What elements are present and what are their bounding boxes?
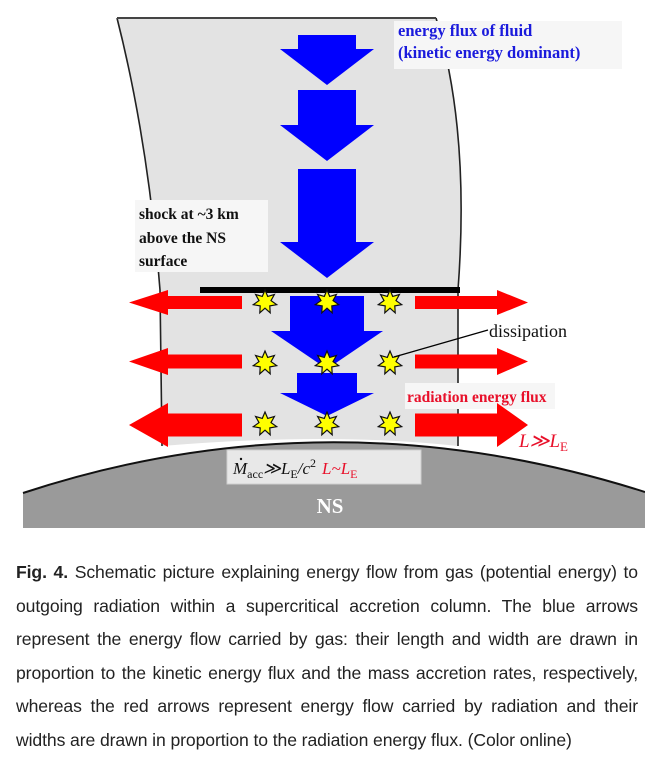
luminosity-inside-sub: E [350,467,357,481]
figure-caption: Fig. 4. Schematic picture explaining ene… [16,556,638,758]
neutron-star-surface-line [22,441,645,494]
dissipation-star-icon [376,410,404,437]
accretion-column [117,18,462,446]
shock-label-bg [135,200,268,272]
radiation-arrow-left-2 [129,348,242,375]
luminosity-outside-main: L≫L [518,431,560,452]
dissipation-label: dissipation [489,321,567,341]
dissipation-star-icon [313,349,341,376]
mdot-symbol: M [232,459,248,478]
radiation-arrow-left-3 [129,403,242,447]
dissipation-star-icon [251,410,279,437]
shock-label-line3: surface [139,253,187,270]
caption-figure-number: Fig. 4. [16,562,69,582]
dissipation-star-icon [313,288,341,315]
energy-flux-label-bg [394,21,622,69]
radiation-arrow-right-2 [415,348,528,375]
luminosity-outside-label: L≫LE [518,431,568,454]
shock-label-line2: above the NS [139,230,226,247]
dissipation-star-icon [251,349,279,376]
shock-front [200,287,460,293]
mdot-dot [239,457,243,461]
radiation-arrow-left-1 [129,290,242,315]
dissipation-star-icon [376,288,404,315]
mdot-relation: ≫L [263,459,290,478]
gas-energy-arrow-3 [280,169,374,278]
mdot-relation-sub: E [290,467,297,481]
shock-label-line1: shock at ~3 km [139,206,239,223]
gas-energy-arrow-1 [280,35,374,85]
neutron-star-body [23,442,645,528]
gas-energy-arrow-2 [280,90,374,161]
energy-flux-label-line2: (kinetic energy dominant) [398,43,580,62]
gas-energy-arrow-5 [280,373,374,416]
dissipation-leader-line [393,329,489,358]
mdot-sub: acc [247,467,263,481]
luminosity-inside: L~L [321,459,350,478]
radiation-flux-label-bg [405,383,555,409]
figure-schematic: energy flux of fluid (kinetic energy dom… [22,17,645,528]
neutron-star-label: NS [317,494,344,518]
dissipation-star-icon [251,288,279,315]
radiation-flux-label: radiation energy flux [407,389,547,406]
mdot-relation-tail: /c [297,459,311,478]
luminosity-outside-sub: E [560,439,568,454]
dissipation-star-icon [313,410,341,437]
radiation-arrow-right-3 [415,403,528,447]
caption-text: Schematic picture explaining energy flow… [16,562,638,750]
mdot-label-bg [226,449,422,485]
mdot-relation-sup: 2 [310,456,316,470]
energy-flux-label-line1: energy flux of fluid [398,21,532,40]
gas-energy-arrow-4 [271,296,383,369]
radiation-arrow-right-1 [415,290,528,315]
figure-canvas: energy flux of fluid (kinetic energy dom… [22,17,645,528]
